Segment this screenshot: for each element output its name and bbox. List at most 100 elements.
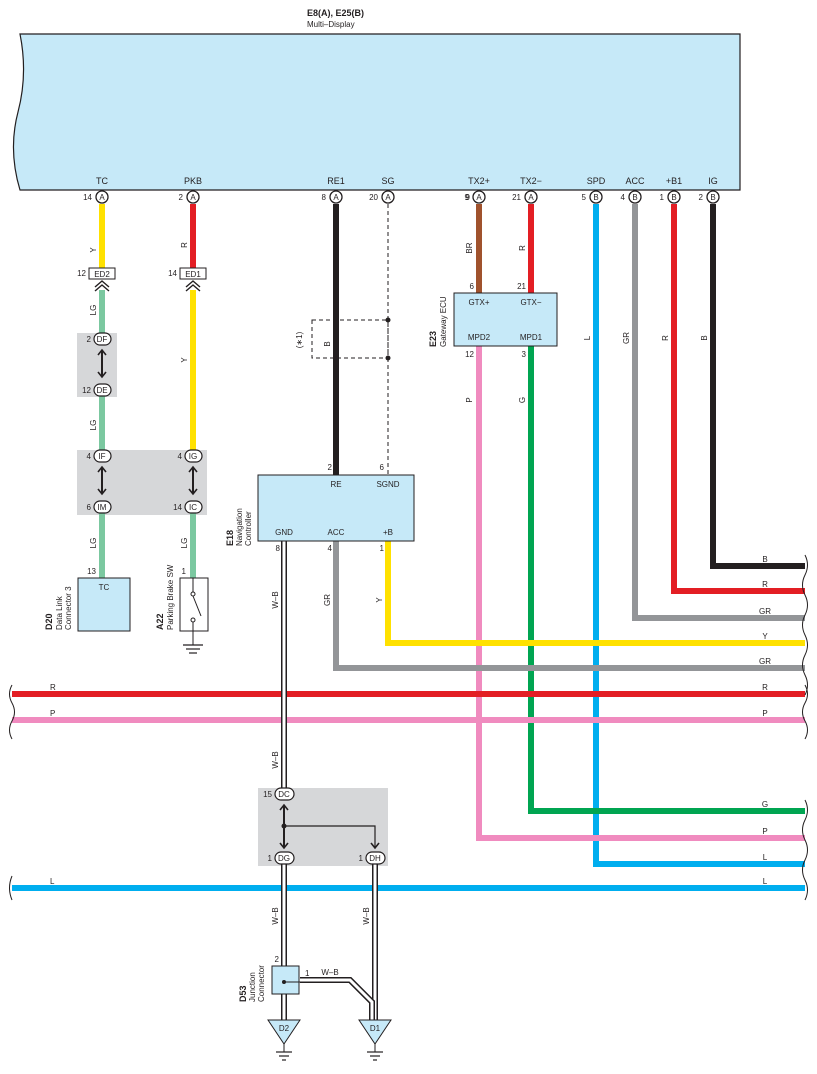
label-r-1: R	[180, 242, 189, 248]
pin-num-ig: 2	[699, 193, 704, 202]
svg-text:14: 14	[173, 503, 182, 512]
svg-text:TC: TC	[99, 583, 110, 592]
svg-text:Connector 3: Connector 3	[64, 586, 73, 630]
pin-num-sg: 20	[369, 193, 378, 202]
navigation-controller: 2 6 RE SGND GND ACC +B 8 4 1 E18 Navigat…	[225, 463, 415, 553]
connector-ed1: 14 ED1	[168, 267, 207, 292]
pin-conn-pkb: A	[190, 193, 196, 202]
svg-text:DH: DH	[369, 854, 381, 863]
pin-name-ig: IG	[708, 176, 718, 186]
wire-labels: Y R LG LG LG Y LG B (∗1) BR R L GR R B P…	[50, 242, 709, 977]
pin-conn-tx2m: A	[528, 193, 534, 202]
svg-text:+B: +B	[383, 528, 393, 537]
label-lg-2: LG	[89, 420, 98, 431]
svg-text:4: 4	[178, 452, 183, 461]
svg-text:4: 4	[87, 452, 92, 461]
label-b-1: B	[323, 341, 332, 346]
gateway-ecu: 9 6 21 GTX+ GTX− MPD2 MPD1 12 3 E23 Gate…	[428, 193, 558, 359]
label-l-left: L	[50, 877, 55, 886]
label-br: BR	[465, 242, 474, 253]
svg-text:1: 1	[268, 854, 273, 863]
pin-num-tx2m: 21	[512, 193, 521, 202]
svg-text:GND: GND	[275, 528, 293, 537]
svg-text:1: 1	[305, 969, 310, 978]
svg-text:Gateway ECU: Gateway ECU	[439, 296, 448, 347]
svg-text:P: P	[762, 827, 767, 836]
svg-text:3: 3	[522, 350, 527, 359]
svg-text:DE: DE	[96, 386, 107, 395]
svg-text:D20: D20	[44, 613, 54, 630]
pin-num-acc: 4	[621, 193, 626, 202]
svg-text:4: 4	[328, 544, 333, 553]
svg-text:E18: E18	[225, 530, 235, 546]
pin-num-re1: 8	[322, 193, 327, 202]
label-r-3: R	[661, 335, 670, 341]
connector-dc-dg-dh: 15 DC 1 DG 1 DH	[263, 787, 386, 865]
data-link-connector: 13 TC D20 Data Link Connector 3	[44, 567, 131, 632]
pin-conn-ig: B	[710, 193, 715, 202]
multi-display-box	[12, 33, 741, 191]
svg-text:6: 6	[87, 503, 92, 512]
svg-text:8: 8	[276, 544, 281, 553]
svg-text:D1: D1	[370, 1024, 381, 1033]
wire-mpd1-g	[528, 346, 805, 814]
svg-text:SGND: SGND	[376, 480, 399, 489]
svg-text:ED1: ED1	[185, 270, 201, 279]
label-l-1: L	[583, 335, 592, 340]
label-wb-5: W–B	[321, 968, 338, 977]
svg-text:1: 1	[359, 854, 364, 863]
label-wb-4: W–B	[362, 907, 371, 924]
pin-num-pkb: 2	[179, 193, 184, 202]
pin-name-tx2m: TX2−	[520, 176, 542, 186]
pin-name-tc: TC	[96, 176, 108, 186]
label-wb-3: W–B	[271, 907, 280, 924]
shield-box	[311, 319, 389, 359]
label-r-2: R	[518, 245, 527, 251]
pin-conn-acc: B	[632, 193, 637, 202]
pin-conn-tx2p: A	[476, 193, 482, 202]
connector-ed2: 12 ED2	[77, 267, 116, 292]
wire-mpd2-p	[476, 346, 805, 841]
svg-text:MPD1: MPD1	[520, 333, 543, 342]
svg-text:GTX−: GTX−	[520, 298, 541, 307]
svg-text:Data Link: Data Link	[55, 595, 64, 630]
label-y-1: Y	[89, 247, 98, 253]
wire-nav-acc-gr	[333, 541, 805, 671]
label-p-1: P	[465, 397, 474, 402]
pin-conn-re1: A	[333, 193, 339, 202]
svg-text:12: 12	[465, 350, 474, 359]
pin-conn-b1: B	[671, 193, 676, 202]
svg-text:Y: Y	[762, 632, 768, 641]
wire-breaks-right	[9, 554, 808, 901]
label-lg-4: LG	[180, 538, 189, 549]
svg-text:Navigation: Navigation	[235, 508, 244, 546]
svg-text:2: 2	[275, 955, 280, 964]
pin-num-tx2p: 9	[465, 193, 470, 202]
svg-text:P: P	[762, 709, 767, 718]
pin-name-tx2p: TX2+	[468, 176, 490, 186]
ground-d1: D1	[358, 1019, 392, 1061]
junction-connector: 2 1 D53 Junction Connector	[238, 955, 310, 1002]
svg-text:D2: D2	[279, 1024, 290, 1033]
connector-ig-ic: 4 IG 14 IC	[173, 449, 203, 514]
top-pins: 14 A 2 A 8 A 20 A 9 A 21 A 5 B 4 B 1 B 2…	[83, 190, 720, 204]
svg-text:R: R	[762, 580, 768, 589]
pin-name-spd: SPD	[587, 176, 606, 186]
svg-text:IF: IF	[98, 452, 105, 461]
svg-text:IG: IG	[189, 452, 197, 461]
wire-ig-b	[710, 204, 805, 569]
svg-text:Controller: Controller	[244, 511, 253, 546]
pin-num-b1: 1	[660, 193, 665, 202]
svg-text:R: R	[762, 683, 768, 692]
svg-text:L: L	[763, 853, 768, 862]
pin-conn-sg: A	[385, 193, 391, 202]
label-lg-1: LG	[89, 305, 98, 316]
label-y-3: Y	[375, 597, 384, 603]
label-gr-2: GR	[323, 594, 332, 606]
wires-vertical	[99, 204, 805, 867]
connector-df-de: 2 DF 12 DE	[82, 332, 112, 397]
label-r-left: R	[50, 683, 56, 692]
svg-text:6: 6	[470, 282, 475, 291]
svg-text:GR: GR	[759, 607, 771, 616]
svg-text:L: L	[763, 877, 768, 886]
